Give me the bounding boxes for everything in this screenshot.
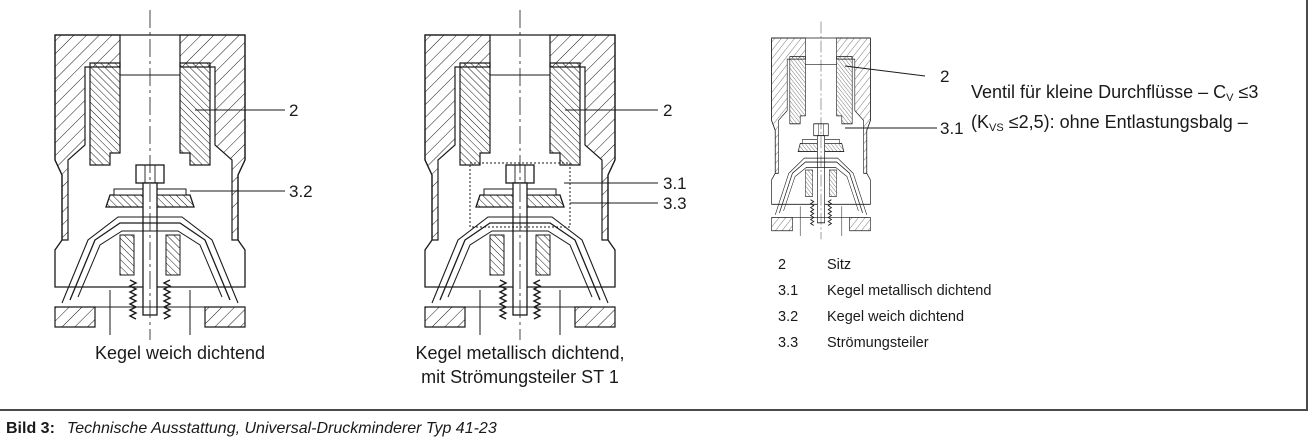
callout-c-plug: 3.1: [940, 119, 964, 138]
note-line2: (KVS ≤2,5): ohne Entlastungsbalg –: [971, 112, 1248, 134]
figure-caption: Bild 3: Technische Ausstattung, Universal…: [6, 420, 497, 438]
valve-drawing-metal-seal: [424, 9, 658, 341]
caption-soft-seal: Kegel weich dichtend: [94, 343, 266, 363]
callout-c-seat: 2: [940, 67, 949, 86]
callout-b-plug: 3.1: [663, 174, 687, 193]
valve-drawing-soft-seal: [54, 9, 285, 341]
figure-title: Technische Ausstattung, Universal-Druckm…: [66, 420, 497, 437]
callout-a-seat: 2: [289, 101, 298, 120]
callout-b-divider: 3.3: [663, 194, 687, 213]
caption-metal-seal-line2: mit Strömungsteiler ST 1: [421, 367, 619, 387]
note-line1: Ventil für kleine Durchflüsse – CV ≤3: [971, 82, 1259, 104]
callout-b-seat: 2: [663, 101, 672, 120]
caption-metal-seal: Kegel metallisch dichtend, mit Strömungs…: [395, 341, 645, 389]
caption-metal-seal-line1: Kegel metallisch dichtend,: [415, 343, 625, 363]
callout-a-plug: 3.2: [289, 182, 313, 201]
figure-label: Bild 3:: [6, 420, 55, 437]
valve-drawing-small-flow: [771, 21, 871, 240]
small-flow-note: Ventil für kleine Durchflüsse – CV ≤3 (K…: [971, 80, 1258, 140]
figure-frame: [0, 0, 1308, 411]
